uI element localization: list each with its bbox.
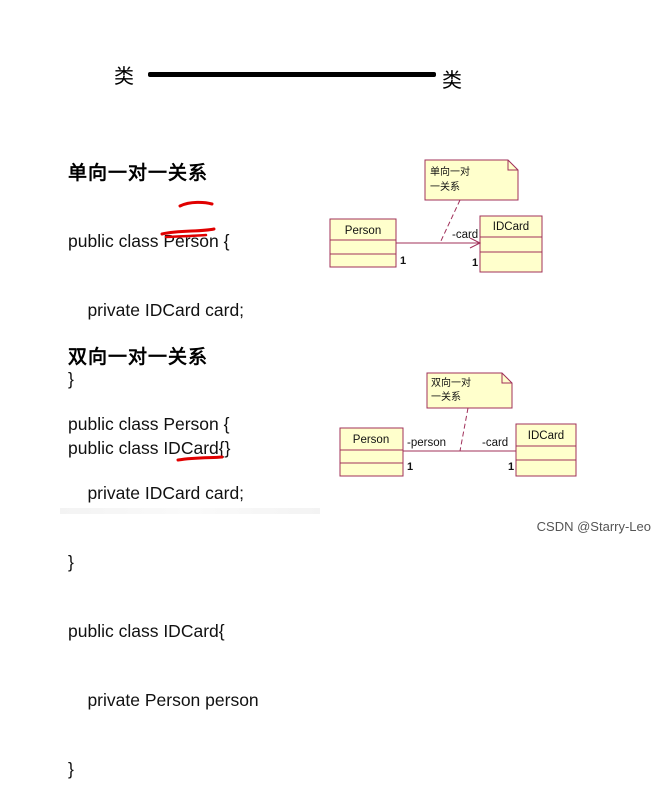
- section2-title: 双向一对一关系: [68, 346, 209, 368]
- uml-class-person: Person: [339, 427, 404, 477]
- role-label: -card: [482, 437, 508, 449]
- note-text-line1: 单向一对: [430, 165, 470, 178]
- multiplicity-label: 1: [472, 257, 478, 269]
- top-right-class-label: 类: [442, 68, 462, 92]
- code-line: private IDCard card;: [68, 483, 245, 503]
- uml-class-person: Person: [329, 218, 397, 268]
- section1-title: 单向一对一关系: [68, 162, 209, 184]
- code-line: }: [68, 759, 74, 779]
- watermark: CSDN @Starry-Leo: [536, 519, 651, 534]
- highlight-idcard-class-underline: [176, 455, 224, 462]
- diagram-canvas: 单向一对 一关系 Person IDCard -card 1 1 双向一对: [160, 159, 577, 477]
- uml-diagram-2: 双向一对 一关系 Person IDCard -person -card 1 1: [339, 372, 577, 477]
- code-line: public class IDCard{}: [68, 438, 231, 458]
- highlight-idcard-underline: [160, 227, 216, 236]
- code-line: }: [68, 369, 74, 389]
- uml-note: 单向一对 一关系: [424, 159, 519, 201]
- uml-note: 双向一对 一关系: [426, 372, 513, 409]
- role-label: -card: [452, 229, 478, 241]
- role-label: -person: [407, 437, 446, 449]
- highlight-idcard-underline-2: [164, 233, 208, 239]
- bottom-artifact-band: [60, 508, 320, 514]
- class-name: IDCard: [493, 221, 529, 233]
- note-text-line2: 一关系: [431, 390, 461, 403]
- class-name: IDCard: [528, 430, 564, 442]
- multiplicity-label: 1: [407, 461, 413, 473]
- note-anchor-line: [459, 407, 469, 452]
- highlight-person-underline: [178, 200, 214, 208]
- code-line: }: [68, 552, 74, 572]
- uml-class-idcard: IDCard: [479, 215, 543, 273]
- class-name: Person: [353, 434, 389, 446]
- association-line: [148, 72, 436, 77]
- top-left-class-label: 类: [114, 64, 134, 88]
- uml-class-idcard: IDCard: [515, 423, 577, 477]
- note-text-line1: 双向一对: [431, 376, 471, 389]
- section1-code: public class Person { private IDCard car…: [68, 184, 244, 483]
- class-name: Person: [345, 225, 381, 237]
- code-line: public class IDCard{: [68, 621, 225, 641]
- code-line: public class Person {: [68, 414, 230, 434]
- arrowhead: [469, 237, 482, 249]
- code-line: private Person person: [68, 690, 259, 710]
- note-text-line2: 一关系: [430, 180, 460, 193]
- uml-diagram-1: 单向一对 一关系 Person IDCard -card 1 1: [329, 159, 543, 273]
- multiplicity-label: 1: [508, 461, 514, 473]
- multiplicity-label: 1: [400, 255, 406, 267]
- code-line: private IDCard card;: [68, 300, 245, 320]
